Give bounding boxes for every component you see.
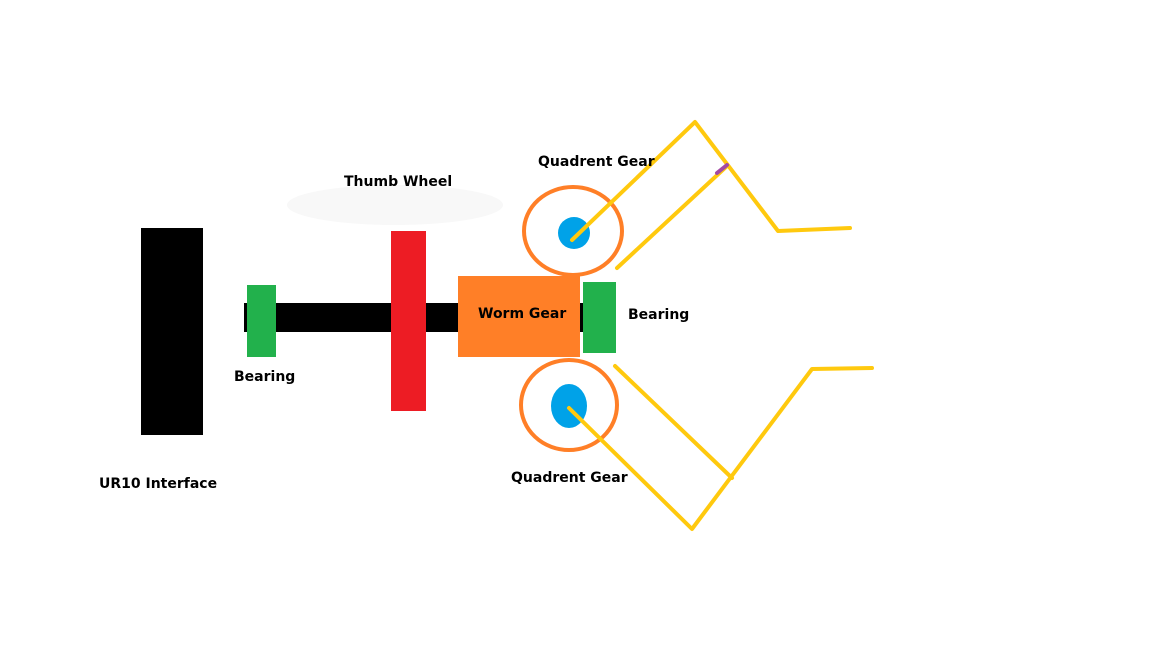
bearing-right xyxy=(583,282,616,353)
label-bearing-right: Bearing xyxy=(628,307,689,323)
worm-gear xyxy=(458,276,580,357)
label-thumb-wheel: Thumb Wheel xyxy=(344,174,452,190)
gripper-finger-top-inner xyxy=(615,164,729,270)
quadrant-gear-bottom-ring xyxy=(519,358,619,452)
ur10-interface-plate xyxy=(141,228,203,435)
quadrant-gear-top-ring xyxy=(522,185,624,277)
thumb-wheel xyxy=(391,231,426,411)
bearing-left xyxy=(247,285,276,357)
label-worm-gear: Worm Gear xyxy=(478,306,566,322)
label-quadrant-gear-top: Quadrent Gear xyxy=(538,154,655,170)
linkage-joint-top xyxy=(715,163,729,175)
quadrant-gear-top-hub xyxy=(558,217,590,249)
background-smudge xyxy=(287,185,503,225)
label-bearing-left: Bearing xyxy=(234,369,295,385)
gripper-finger-bottom-outer xyxy=(567,366,874,531)
label-quadrant-gear-bottom: Quadrent Gear xyxy=(511,470,628,486)
label-ur10-interface: UR10 Interface xyxy=(99,476,217,492)
gripper-finger-bottom-inner xyxy=(613,364,734,480)
gripper-finger-top-outer xyxy=(570,120,852,242)
